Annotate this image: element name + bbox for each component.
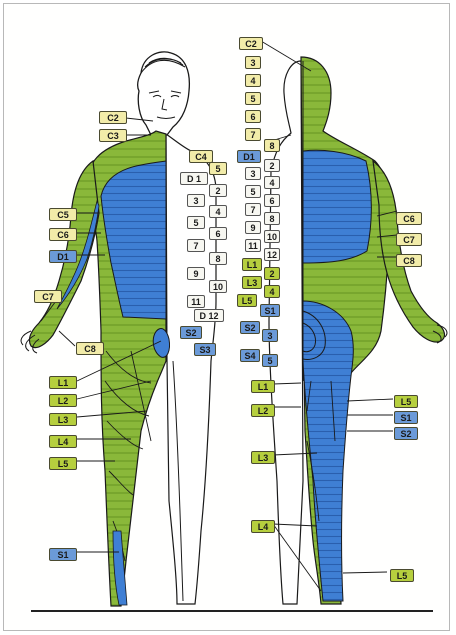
label-back-left-l2: L2 [251,404,275,417]
label-back-right-c8: C8 [396,254,422,267]
label-front-t6: 6 [209,227,227,240]
label-front-t2: 2 [209,184,227,197]
label-back-d12: 12 [264,248,280,261]
label-back-l5: L5 [237,294,257,307]
label-front-l1: L1 [49,376,77,389]
label-front-c5: C5 [49,208,77,221]
label-back-d10: 10 [264,230,280,243]
label-back-s2: S2 [240,321,260,334]
label-front-t5: 5 [187,216,205,229]
label-front-d1c: D 1 [180,172,208,185]
label-front-t3: 3 [187,194,205,207]
label-back-s3: 3 [262,329,278,342]
figure-frame: C2 C3 C5 C6 D1 C7 C8 L1 L2 L3 L4 L5 S1 C… [3,3,450,631]
label-back-c2: C2 [239,37,263,50]
back-figure [269,57,447,604]
label-back-d11: 11 [245,239,261,252]
label-front-s3: S3 [194,343,216,356]
label-back-d4: 4 [264,176,280,189]
label-back-right-s1: S1 [394,411,418,424]
back-right-arm [373,161,444,342]
label-front-t11: 11 [187,295,205,308]
back-blue-trunk [303,150,371,263]
label-back-c4: 4 [245,74,261,87]
label-back-l4: 4 [264,285,280,298]
dermatome-figure [4,4,451,632]
label-back-c6: 6 [245,110,261,123]
label-back-d5: 5 [245,185,261,198]
label-back-s5: 5 [262,354,278,367]
label-back-left-l3: L3 [251,451,275,464]
label-back-l2: 2 [264,267,280,280]
label-back-d3: 3 [245,167,261,180]
label-front-l3: L3 [49,413,77,426]
label-back-l1: L1 [242,258,262,271]
label-back-d2: 2 [264,159,280,172]
label-front-c6: C6 [49,228,77,241]
label-back-d9: 9 [245,221,261,234]
label-back-c7: 7 [245,128,261,141]
label-front-d1: D1 [49,250,77,263]
label-front-t1: 5 [209,162,227,175]
label-back-left-l4: L4 [251,520,275,533]
label-front-t7: 7 [187,239,205,252]
label-back-right-s2: S2 [394,427,418,440]
back-leg-blue [303,301,353,601]
label-front-t4: 4 [209,205,227,218]
label-back-c8: 8 [264,139,280,152]
label-front-t9: 9 [187,267,205,280]
label-back-right-c6: C6 [396,212,422,225]
label-back-d6: 6 [264,194,280,207]
label-front-l5: L5 [49,457,77,470]
label-back-right-l5b: L5 [390,569,414,582]
label-back-right-c7: C7 [396,233,422,246]
label-front-l4: L4 [49,435,77,448]
label-front-s1: S1 [49,548,77,561]
label-front-c2: C2 [99,111,127,124]
label-back-d1: D1 [237,150,261,163]
label-back-l3: L3 [242,276,262,289]
label-front-l2: L2 [49,394,77,407]
label-back-c5: 5 [245,92,261,105]
label-front-c8: C8 [76,342,104,355]
label-front-c7: C7 [34,290,62,303]
label-back-d8: 8 [264,212,280,225]
label-front-d12: D 12 [194,309,224,322]
label-back-right-l5: L5 [394,395,418,408]
label-back-s1: S1 [260,304,280,317]
label-front-c3: C3 [99,129,127,142]
label-back-d7: 7 [245,203,261,216]
label-front-t8: 8 [209,252,227,265]
label-front-s2: S2 [180,326,202,339]
label-back-s4: S4 [240,349,260,362]
label-front-c4: C4 [189,150,213,163]
label-back-left-l1: L1 [251,380,275,393]
label-front-t10: 10 [209,280,227,293]
label-back-c3: 3 [245,56,261,69]
